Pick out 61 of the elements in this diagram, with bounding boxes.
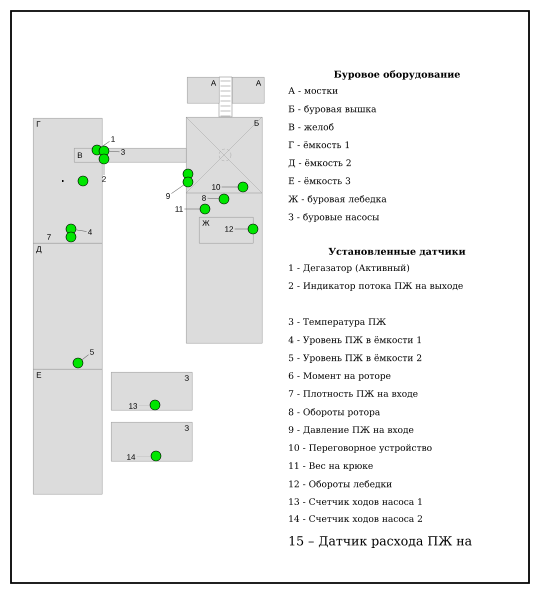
callout-number: 7 xyxy=(47,234,51,240)
callout-number: 1 xyxy=(111,136,115,142)
callout-number: 2 xyxy=(102,176,106,182)
leader-line xyxy=(101,141,110,148)
list-item: Г - ёмкость 1 xyxy=(288,141,349,148)
list-item: 4 - Уровень ПЖ в ёмкости 1 xyxy=(288,336,421,345)
list-item: Д - ёмкость 2 xyxy=(288,159,351,168)
list-item: 8 - Обороты ротора xyxy=(288,408,380,418)
list-item: Е - ёмкость 3 xyxy=(288,177,350,184)
leader-line xyxy=(82,354,89,360)
walkway-box: А xyxy=(232,77,264,104)
leader-line xyxy=(76,230,87,232)
leader-line xyxy=(171,184,184,194)
list-item: З - буровые насосы xyxy=(288,213,379,222)
sensor-dot xyxy=(72,358,84,368)
leader-line xyxy=(184,208,200,210)
list-item: 5 - Уровень ПЖ в ёмкости 2 xyxy=(288,354,422,363)
list-item: 11 - Вес на крюке xyxy=(289,462,373,471)
sensor-dot xyxy=(200,204,210,214)
callout-number: 5 xyxy=(90,349,94,355)
callout-number: 8 xyxy=(202,195,206,201)
sensor-dot xyxy=(150,450,162,462)
walkway-box: А xyxy=(187,77,220,104)
callout-number: 9 xyxy=(166,193,170,199)
list-item: 14 - Счетчик ходов насоса 2 xyxy=(289,515,422,524)
list-item: 6 - Момент на роторе xyxy=(288,372,390,381)
callout-number: 12 xyxy=(225,226,234,232)
list-item: Ж - буровая лебедка xyxy=(288,195,386,204)
list-item: 13 - Счетчик ходов насоса 1 xyxy=(289,498,422,506)
list-item: Б - буровая вышка xyxy=(288,105,376,114)
callout-number: 13 xyxy=(129,403,138,409)
list-item: 9 - Давление ПЖ на входе xyxy=(288,426,414,434)
callout-number: 3 xyxy=(121,149,125,155)
list-item: 2 - Индикатор потока ПЖ на выходе xyxy=(288,282,463,291)
leader-line xyxy=(109,151,120,152)
leader-line xyxy=(234,228,248,230)
leader-line xyxy=(207,198,219,199)
list-item: В - желоб xyxy=(288,123,334,130)
sensor-dot xyxy=(218,194,230,204)
callout-number: 10 xyxy=(212,184,220,190)
heading: Буровое оборудование xyxy=(334,70,460,80)
leader-line xyxy=(221,186,238,188)
sensor-dot xyxy=(78,176,88,186)
sensor-dot xyxy=(98,154,110,164)
sensor-dot xyxy=(238,182,248,192)
list-item: 12 - Обороты лебедки xyxy=(289,480,392,490)
heading: Установленные датчики xyxy=(328,248,466,256)
callout-number: 14 xyxy=(127,454,136,460)
list-item: 15 – Датчик расхода ПЖ на xyxy=(290,536,472,548)
callout-number: 11 xyxy=(175,206,183,212)
list-item: А - мостки xyxy=(288,87,338,94)
sensor-dot xyxy=(248,224,258,234)
sensor-dot xyxy=(182,176,194,188)
callout-number: 4 xyxy=(88,229,92,235)
sensor-dot xyxy=(150,400,160,410)
list-item: 1 - Дегазатор (Активный) xyxy=(289,264,410,273)
list-item: 3 - Температура ПЖ xyxy=(288,318,386,327)
list-item: 10 - Переговорное устройство xyxy=(289,444,432,453)
list-item: 7 - Плотность ПЖ на входе xyxy=(288,390,418,398)
tank-box: Е xyxy=(33,369,102,494)
sensor-dot xyxy=(66,232,76,242)
